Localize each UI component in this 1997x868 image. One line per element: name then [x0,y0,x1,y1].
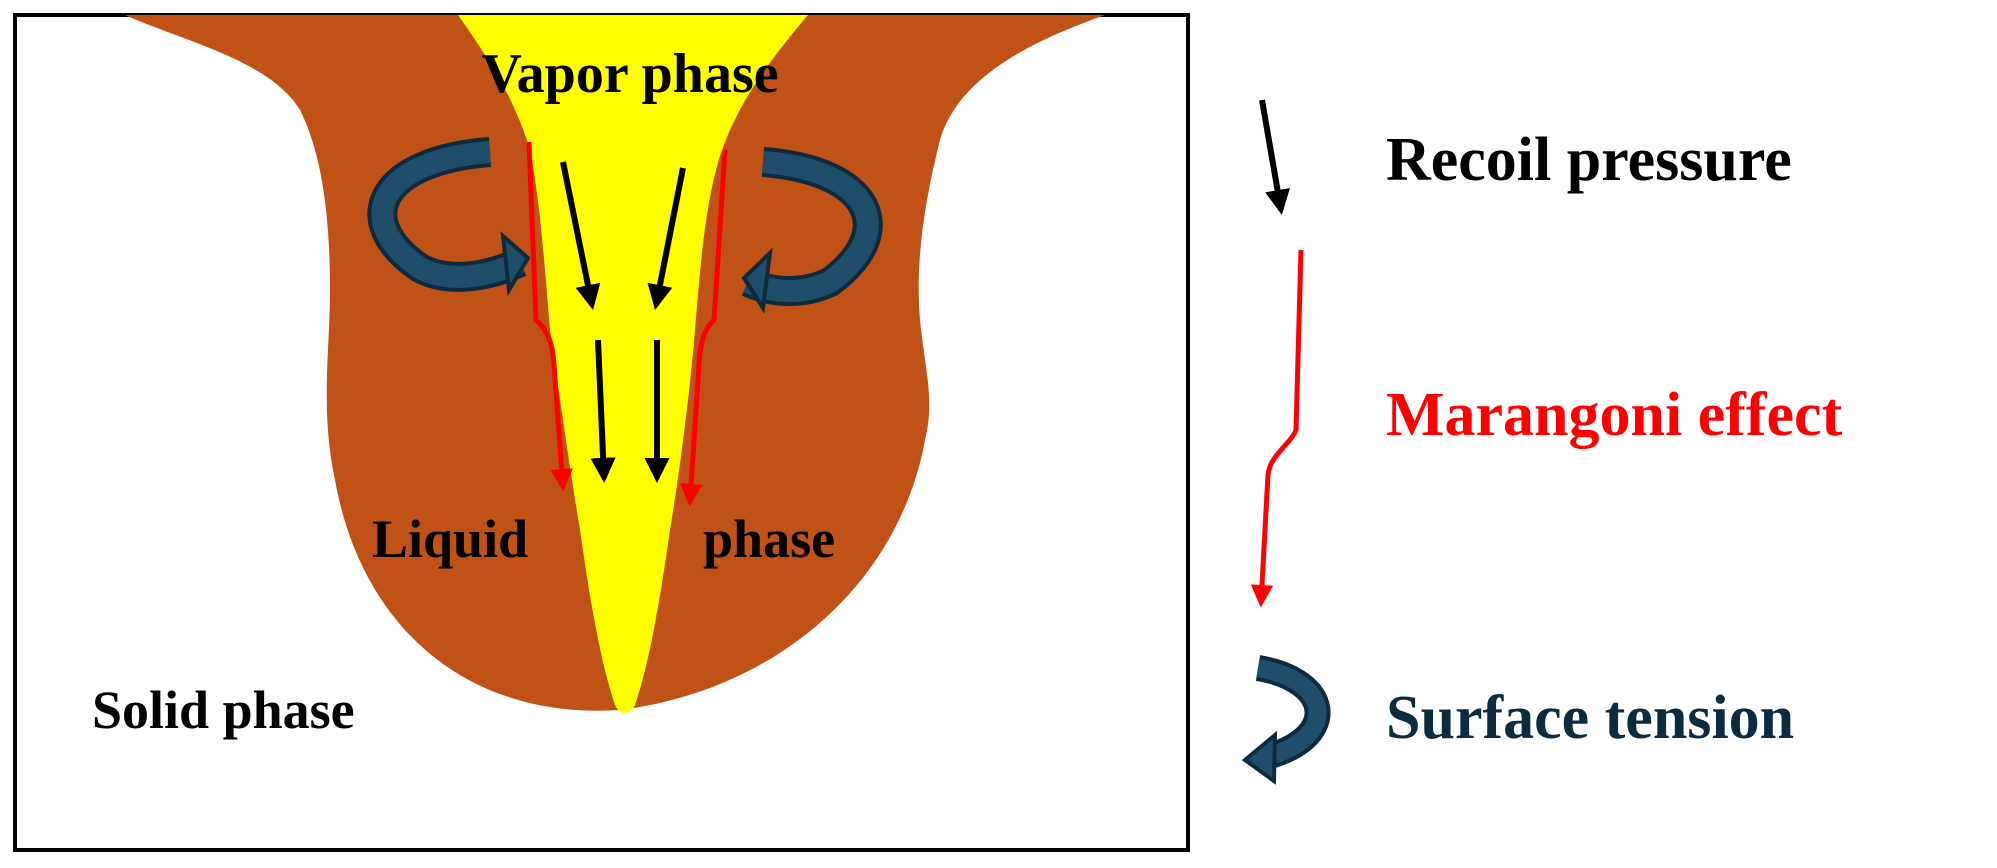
recoil-arrow-3 [590,339,616,484]
liquid-left-label: Liquid [372,509,528,569]
marangoni-left-line [526,141,573,492]
marangoni-right-line [679,149,728,507]
keyhole [458,15,808,714]
recoil-arrow-1 [560,161,601,310]
surface-tension-right-icon [741,147,883,314]
solid-phase-label: Solid phase [92,680,355,740]
vapor-phase-label: Vapor phase [481,43,778,105]
marangoni-legend-label: Marangoni effect [1386,381,1843,449]
recoil-legend-label: Recoil pressure [1386,126,1792,194]
surface-tension-left-icon [367,137,531,297]
surface-tension-legend-icon [1241,655,1331,785]
surface-tension-legend-label: Surface tension [1386,684,1794,752]
liquid-right-label: phase [703,509,835,569]
legend: Recoil pressure Marangoni effect Surface… [1241,99,1843,785]
recoil-arrow-2 [647,167,686,310]
marangoni-legend-icon [1250,249,1304,608]
recoil-legend-icon [1259,99,1290,215]
